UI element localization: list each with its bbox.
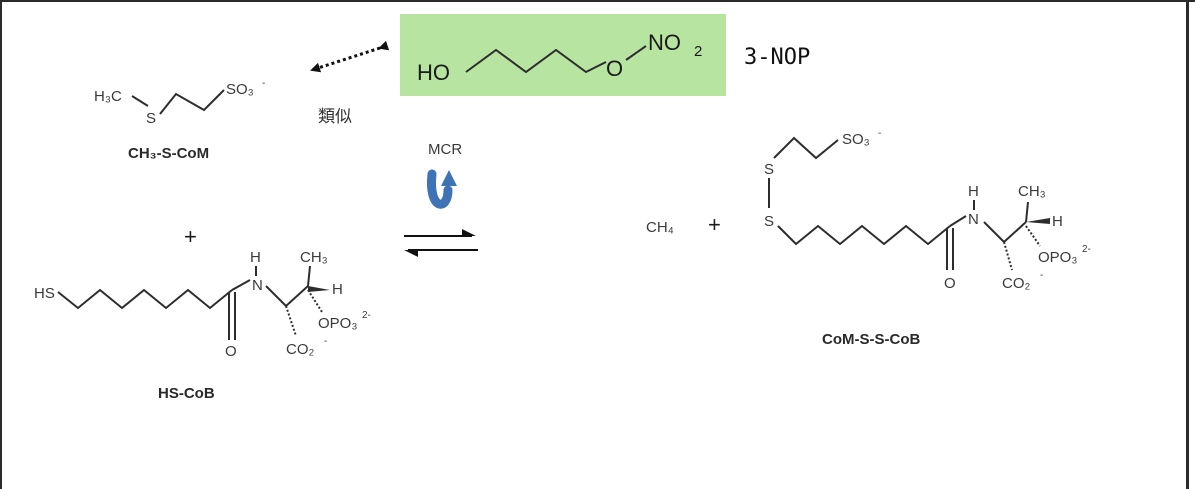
hs-cob-caption: HS-CoB	[158, 385, 215, 402]
nop-no2-label: NO	[648, 30, 681, 55]
nop-o-label: O	[606, 56, 623, 81]
cob-chain-bond	[57, 288, 233, 310]
ch4-label: CH₄	[646, 219, 674, 236]
prod-opo3-label: OPO₃	[1038, 249, 1077, 266]
nop-no2-subscript: 2	[694, 43, 702, 60]
cob-ch3-label: CH₃	[300, 249, 328, 266]
similarity-dotted-arrow	[310, 40, 390, 73]
prod-cob-chain	[777, 224, 951, 246]
nop-chain-bond	[465, 48, 607, 74]
figure-frame-right-edge	[1186, 0, 1189, 489]
com-s-s-cob-caption: CoM-S-S-CoB	[822, 331, 920, 348]
prod-h-label: H	[968, 183, 979, 200]
com-so3-label: SO₃	[226, 81, 254, 98]
similar-label: 類似	[318, 107, 352, 127]
prod-n-label: N	[968, 211, 979, 228]
ch3-s-com-caption: CH₃-S-CoM	[128, 145, 209, 162]
prod-so3-charge: -	[878, 128, 881, 139]
plus-sign-reactants: +	[184, 224, 197, 249]
prod-h2-label: H	[1052, 213, 1063, 230]
equilibrium-arrows	[404, 229, 478, 257]
mcr-label: MCR	[428, 141, 462, 158]
3-nop-name: 3-NOP	[744, 45, 810, 70]
prod-s1-label: S	[764, 161, 774, 178]
prod-com-chain	[773, 136, 839, 160]
com-bond-1	[131, 95, 149, 107]
prod-backbone-bond	[983, 221, 1027, 244]
com-chain-bond	[159, 89, 225, 115]
com-s-s-cob-structure: SO₃ - S S O N H CO₂ - CH₃ H OPO₃ 2-	[764, 128, 1091, 292]
prod-o-label: O	[944, 275, 956, 292]
cob-co2-charge: -	[324, 336, 327, 347]
plus-sign-products: +	[708, 212, 721, 237]
prod-so3-label: SO₃	[842, 131, 870, 148]
nop-o-n-bond	[625, 45, 647, 61]
prod-opo3-charge: 2-	[1082, 244, 1091, 255]
prod-co2-charge: -	[1040, 270, 1043, 281]
cob-co2-label: CO₂	[286, 341, 315, 358]
prod-co2-label: CO₂	[1002, 275, 1031, 292]
cob-opo3-label: OPO₃	[318, 315, 357, 332]
cob-backbone-bond	[265, 285, 309, 308]
com-so3-charge: -	[262, 78, 265, 89]
ch3-s-com-structure: H₃C S SO₃ -	[94, 78, 265, 127]
com-s-label: S	[146, 110, 156, 127]
h3c-label: H₃C	[94, 88, 122, 105]
nop-ho-label: HO	[417, 60, 450, 85]
hs-cob-structure: HS O N H CO₂ - CH₃ H OPO₃ 2-	[34, 249, 371, 360]
prod-ch3-label: CH₃	[1018, 183, 1046, 200]
prod-carbonyl-bond	[946, 228, 954, 270]
cob-carbonyl-bond	[228, 292, 236, 340]
cob-h2-label: H	[332, 281, 343, 298]
3-nop-structure: HO O NO 2	[417, 30, 702, 85]
prod-s2-label: S	[764, 213, 774, 230]
cob-opo3-charge: 2-	[362, 310, 371, 321]
cob-h-label: H	[250, 249, 261, 266]
hs-label: HS	[34, 285, 55, 302]
inhibit-arrow-head	[441, 170, 457, 186]
cob-n-label: N	[252, 277, 263, 294]
inhibit-u-arrow	[427, 169, 453, 209]
cob-o-label: O	[225, 343, 237, 360]
